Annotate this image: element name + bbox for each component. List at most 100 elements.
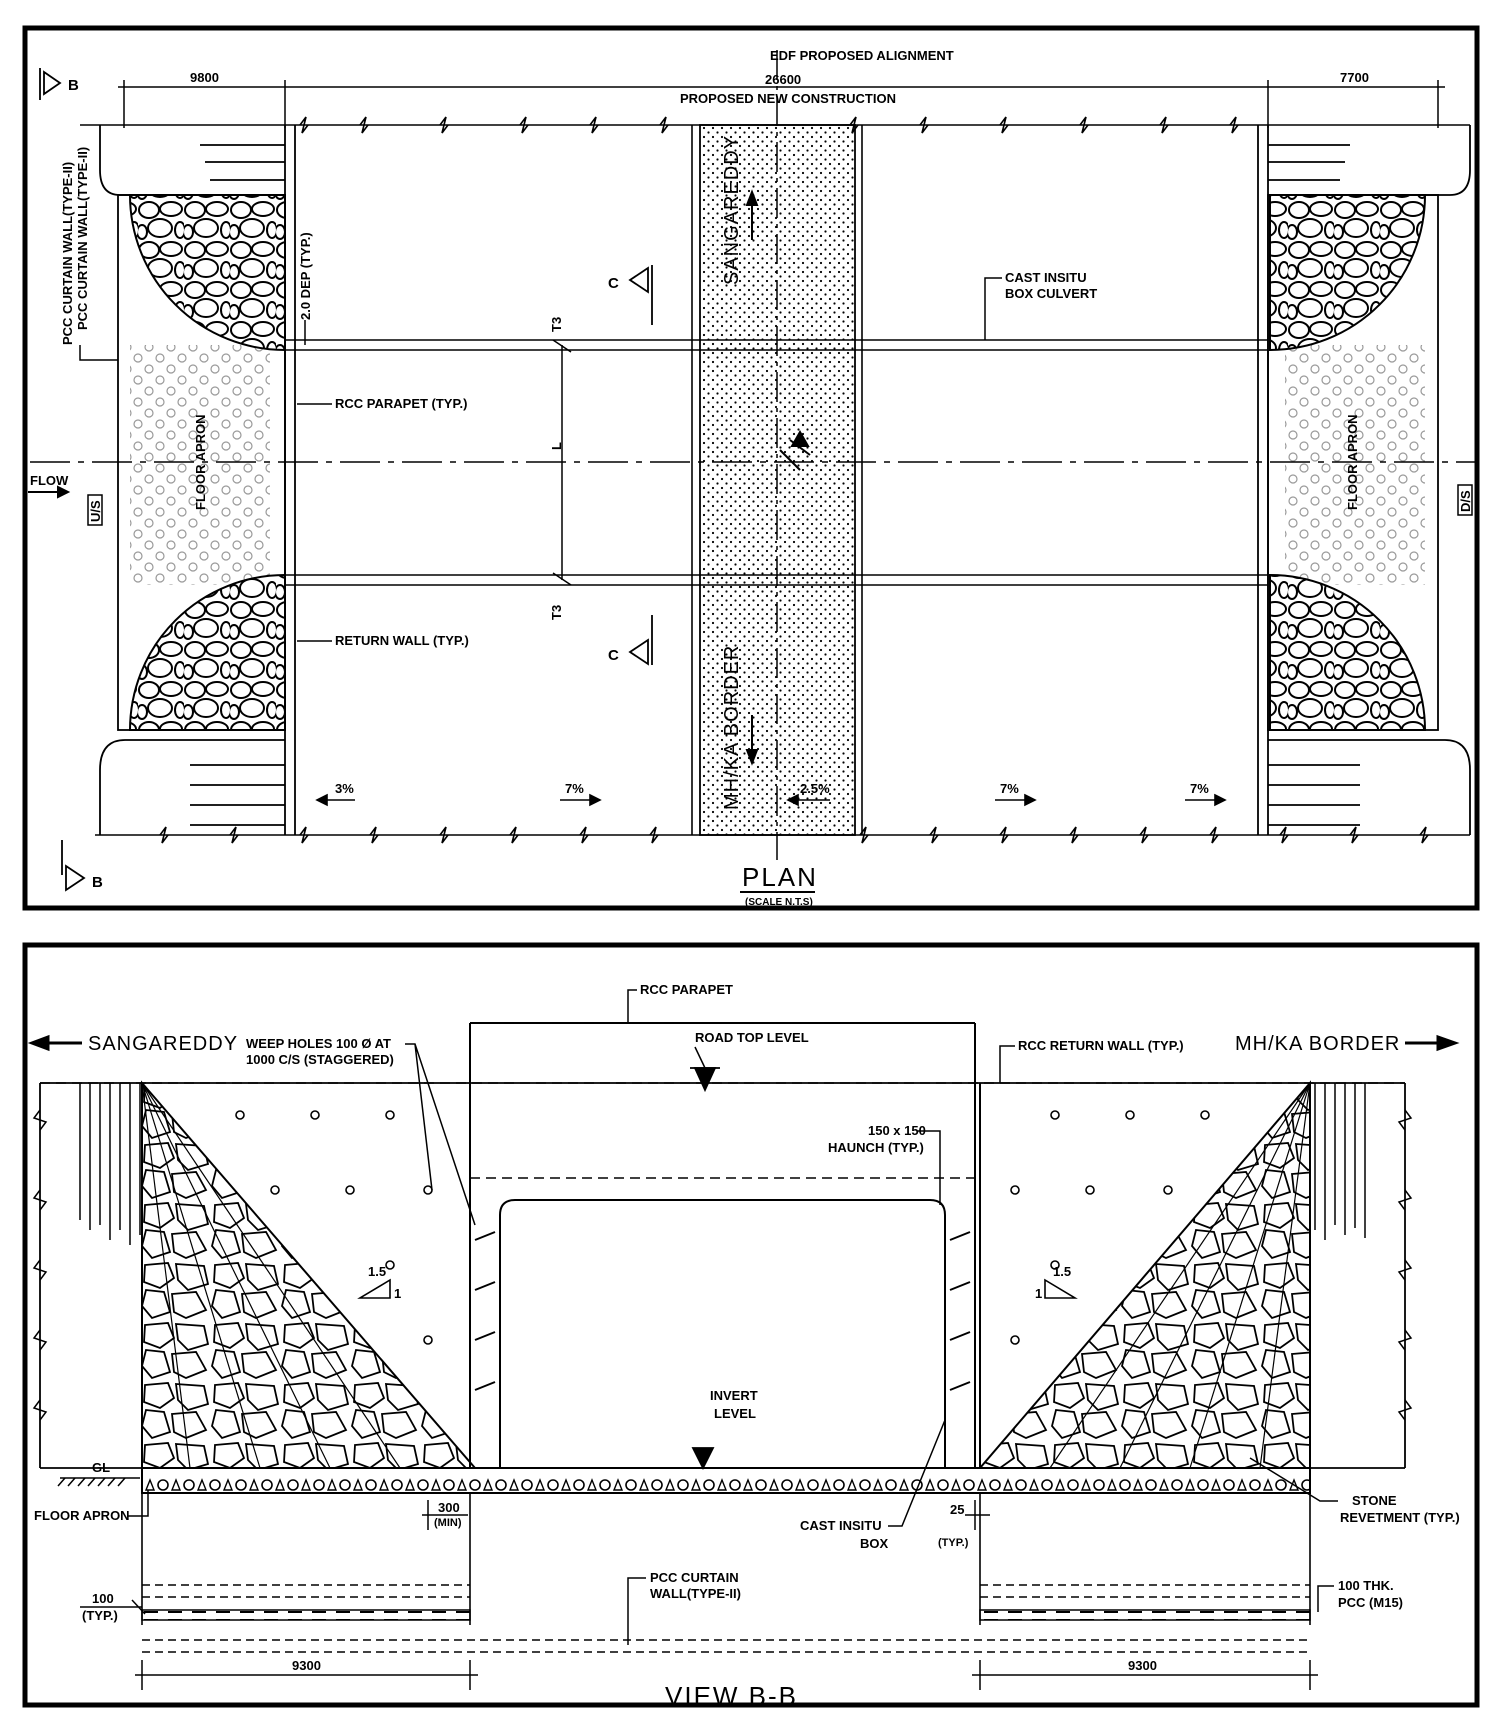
plan-title: PLAN xyxy=(742,862,818,892)
median-border-lines xyxy=(691,125,863,835)
slope-label-1: 3% xyxy=(335,781,354,796)
cast-insitu-line1: CAST INSITU xyxy=(800,1518,882,1533)
culvert-note-line2: BOX CULVERT xyxy=(1005,286,1097,301)
slope-label-3: 2.5% xyxy=(800,781,830,796)
road-top-level-label: ROAD TOP LEVEL xyxy=(695,1030,809,1045)
median-label-border: MH/KA BORDER xyxy=(721,645,743,810)
box-wall-hatch xyxy=(474,1231,971,1391)
invert-level-marker xyxy=(691,1447,715,1471)
haunch-line1: 150 x 150 xyxy=(868,1123,926,1138)
section-dim-left: 9300 xyxy=(292,1658,321,1673)
slope-arrows xyxy=(315,793,1227,807)
plan-alignment-label: EDF PROPOSED ALIGNMENT xyxy=(770,48,954,63)
floor-apron-left-label: FLOOR APRON xyxy=(193,414,208,510)
slope-label-4: 7% xyxy=(1000,781,1019,796)
pcc-leader xyxy=(1317,1585,1334,1612)
road-top-level-marker xyxy=(690,1067,720,1093)
weep-holes-leader xyxy=(405,1043,476,1226)
section-b-label-top: B xyxy=(68,77,79,94)
pcc-layer-left xyxy=(141,1609,471,1621)
curtain-wall-line2: WALL(TYPE-II) xyxy=(650,1586,741,1601)
north-arrow-icon xyxy=(779,429,811,471)
left-hatch xyxy=(79,1083,141,1245)
right-abutment xyxy=(1257,125,1471,835)
section-view: SANGAREDDY MH/KA BORDER xyxy=(22,942,1480,1710)
haunch-leader xyxy=(918,1130,941,1205)
left-stone-quarter-bottom xyxy=(128,573,286,731)
plan-scale: (SCALE N.T.S) xyxy=(745,897,813,908)
road-top-leader xyxy=(694,1046,706,1069)
right-hatch xyxy=(1314,1083,1366,1240)
us-label: U/S xyxy=(88,500,103,522)
parapet-callout: RCC PARAPET xyxy=(640,982,733,997)
direction-arrow-left xyxy=(27,1034,82,1052)
parapet-callout-leader xyxy=(627,989,637,1023)
haunch-line2: HAUNCH (TYP.) xyxy=(828,1140,924,1155)
pcc-line2: PCC (M15) xyxy=(1338,1595,1403,1610)
parapet-label: RCC PARAPET (TYP.) xyxy=(335,396,467,411)
pcc-line1: 100 THK. xyxy=(1338,1578,1394,1593)
curtain-wall-lines xyxy=(141,1493,1311,1653)
ds-label: D/S xyxy=(1458,490,1473,512)
return-wall-label: RETURN WALL (TYP.) xyxy=(335,633,469,648)
section-c-label-bottom: C xyxy=(608,647,619,664)
dim-300-sub: (MIN) xyxy=(434,1517,462,1529)
plan-dim-left: 9800 xyxy=(190,70,219,85)
ds-box xyxy=(1457,484,1473,516)
median-label-sangareddy: SANGAREDDY xyxy=(721,135,743,285)
return-walls xyxy=(469,1022,981,1468)
revetment-rays-left xyxy=(141,1082,401,1469)
span-dimension xyxy=(552,339,572,586)
slope-symbol-left xyxy=(357,1278,391,1299)
dim-300: 300 xyxy=(438,1500,460,1515)
curtain-wall-sub: PCC CURTAIN WALL(TYPE-II) xyxy=(75,147,90,330)
right-stone-quarter-bottom xyxy=(1269,573,1427,731)
section-bottom-dimension xyxy=(135,1660,1318,1690)
cast-insitu-leader xyxy=(888,1419,946,1527)
gl-symbol xyxy=(57,1477,140,1487)
left-stone-quarter-top xyxy=(128,194,286,352)
right-break-lines xyxy=(1397,1109,1413,1421)
pcc-layer-right xyxy=(979,1609,1311,1621)
slope-right-a: 1.5 xyxy=(1053,1264,1071,1279)
section-c-markers xyxy=(628,265,653,666)
typ-25-mark xyxy=(965,1500,990,1530)
dim-100: 100 xyxy=(92,1591,114,1606)
floor-apron-right-label: FLOOR APRON xyxy=(1345,414,1360,510)
left-break-lines xyxy=(32,1109,48,1421)
return-wall-callout-leader xyxy=(999,1045,1015,1083)
plan-top-dimension xyxy=(118,80,1445,128)
median-arrows xyxy=(745,189,759,766)
span-label-t-bottom: T3 xyxy=(549,605,564,620)
slope-label-2: 7% xyxy=(565,781,584,796)
typ-25: 25 xyxy=(950,1502,964,1517)
floor-apron-band xyxy=(141,1467,1311,1494)
section-b-label-bottom: B xyxy=(92,874,103,891)
weep-holes-line1: WEEP HOLES 100 Ø AT xyxy=(246,1036,391,1051)
box-opening xyxy=(499,1199,946,1469)
slope-right-b: 1 xyxy=(1035,1286,1042,1301)
dim-100-sub: (TYP.) xyxy=(82,1608,118,1623)
plan-frame xyxy=(22,25,1480,911)
typ-25-sub: (TYP.) xyxy=(938,1537,969,1549)
plan-new-construction-label: PROPOSED NEW CONSTRUCTION xyxy=(680,91,896,106)
section-dim-right: 9300 xyxy=(1128,1658,1157,1673)
plan-dim-right: 7700 xyxy=(1340,70,1369,85)
section-label-border: MH/KA BORDER xyxy=(1235,1033,1400,1055)
floor-apron-callout: FLOOR APRON xyxy=(34,1508,130,1523)
section-b-marker-top xyxy=(39,68,62,100)
section-b-marker-bottom xyxy=(61,840,86,892)
revetment-rays-right xyxy=(1049,1082,1311,1469)
left-stone-revetment xyxy=(141,1080,478,1469)
stone-revetment-line1: STONE xyxy=(1352,1493,1397,1508)
dim-100-mark xyxy=(80,1599,146,1615)
weep-holes-line2: 1000 C/S (STAGGERED) xyxy=(246,1052,394,1067)
section-c-label-top: C xyxy=(608,275,619,292)
right-stone-revetment xyxy=(977,1080,1311,1469)
span-label-l: L xyxy=(549,442,564,450)
curtain-wall-label: PCC CURTAIN WALL(TYPE-II) xyxy=(60,162,75,345)
right-floor-apron-fill xyxy=(1285,345,1425,585)
slope-symbol-right xyxy=(1044,1278,1078,1299)
invert-line1: INVERT xyxy=(710,1388,758,1403)
